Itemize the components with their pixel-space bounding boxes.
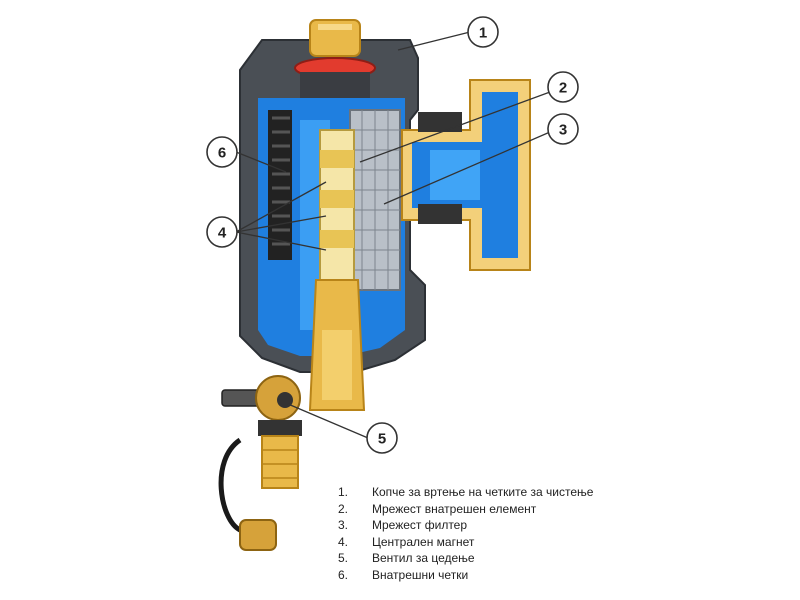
outlet-pipe	[401, 79, 531, 271]
legend-number: 1.	[338, 485, 349, 499]
callout-number: 4	[218, 225, 227, 242]
legend-text: Мрежест филтер	[372, 518, 468, 533]
legend-number: 2.	[338, 501, 349, 516]
legend-item: 6. Внатрешни четки	[338, 567, 593, 584]
legend-item: 1. Копче за вртење на четките за чистење	[338, 484, 593, 501]
leader-line-6	[235, 151, 287, 173]
leader-line-1	[397, 31, 471, 51]
leader-line-4b	[235, 215, 327, 233]
leader-line-4c	[235, 231, 327, 251]
callout-5: 5	[366, 422, 398, 454]
callout-4: 4	[206, 216, 238, 248]
leader-line-4a	[235, 181, 327, 233]
legend-text: Мрежест внатрешен елемент	[372, 501, 537, 516]
callout-number: 6	[218, 145, 226, 162]
legend-text: Централен магнет	[372, 534, 475, 549]
callout-number: 2	[559, 80, 567, 97]
internal-brushes	[268, 110, 292, 260]
leader-line-5	[287, 403, 369, 439]
leader-line-3	[383, 131, 551, 205]
callout-2: 2	[547, 71, 579, 103]
legend-number: 3.	[338, 518, 349, 533]
cleaning-brush-knob	[294, 19, 376, 98]
legend-item: 4. Централен магнет	[338, 534, 593, 551]
parts-legend: 1.Копче за вртење на четките за чистење …	[338, 484, 593, 584]
legend-text: Вентил за цедење	[372, 551, 475, 566]
legend-number: 4.	[338, 534, 349, 549]
legend-number: 5.	[338, 551, 349, 566]
legend-item: 5. Вентил за цедење	[338, 550, 593, 567]
callout-6: 6	[206, 136, 238, 168]
callout-number: 1	[479, 25, 487, 42]
callout-number: 3	[559, 122, 567, 139]
central-magnet	[308, 129, 366, 411]
legend-text: Внатрешни четки	[372, 567, 469, 582]
leader-line-2	[359, 91, 551, 163]
legend-number: 6.	[338, 567, 349, 582]
callout-3: 3	[547, 113, 579, 145]
callout-1: 1	[467, 16, 499, 48]
callout-number: 5	[378, 431, 386, 448]
leader-lines	[235, 31, 551, 439]
legend-text: Копче за вртење на четките за чистење	[372, 485, 594, 499]
drain-valve	[218, 375, 302, 551]
legend-item: 3. Мрежест филтер	[338, 517, 593, 534]
legend-item: 2. Мрежест внатрешен елемент	[338, 501, 593, 518]
